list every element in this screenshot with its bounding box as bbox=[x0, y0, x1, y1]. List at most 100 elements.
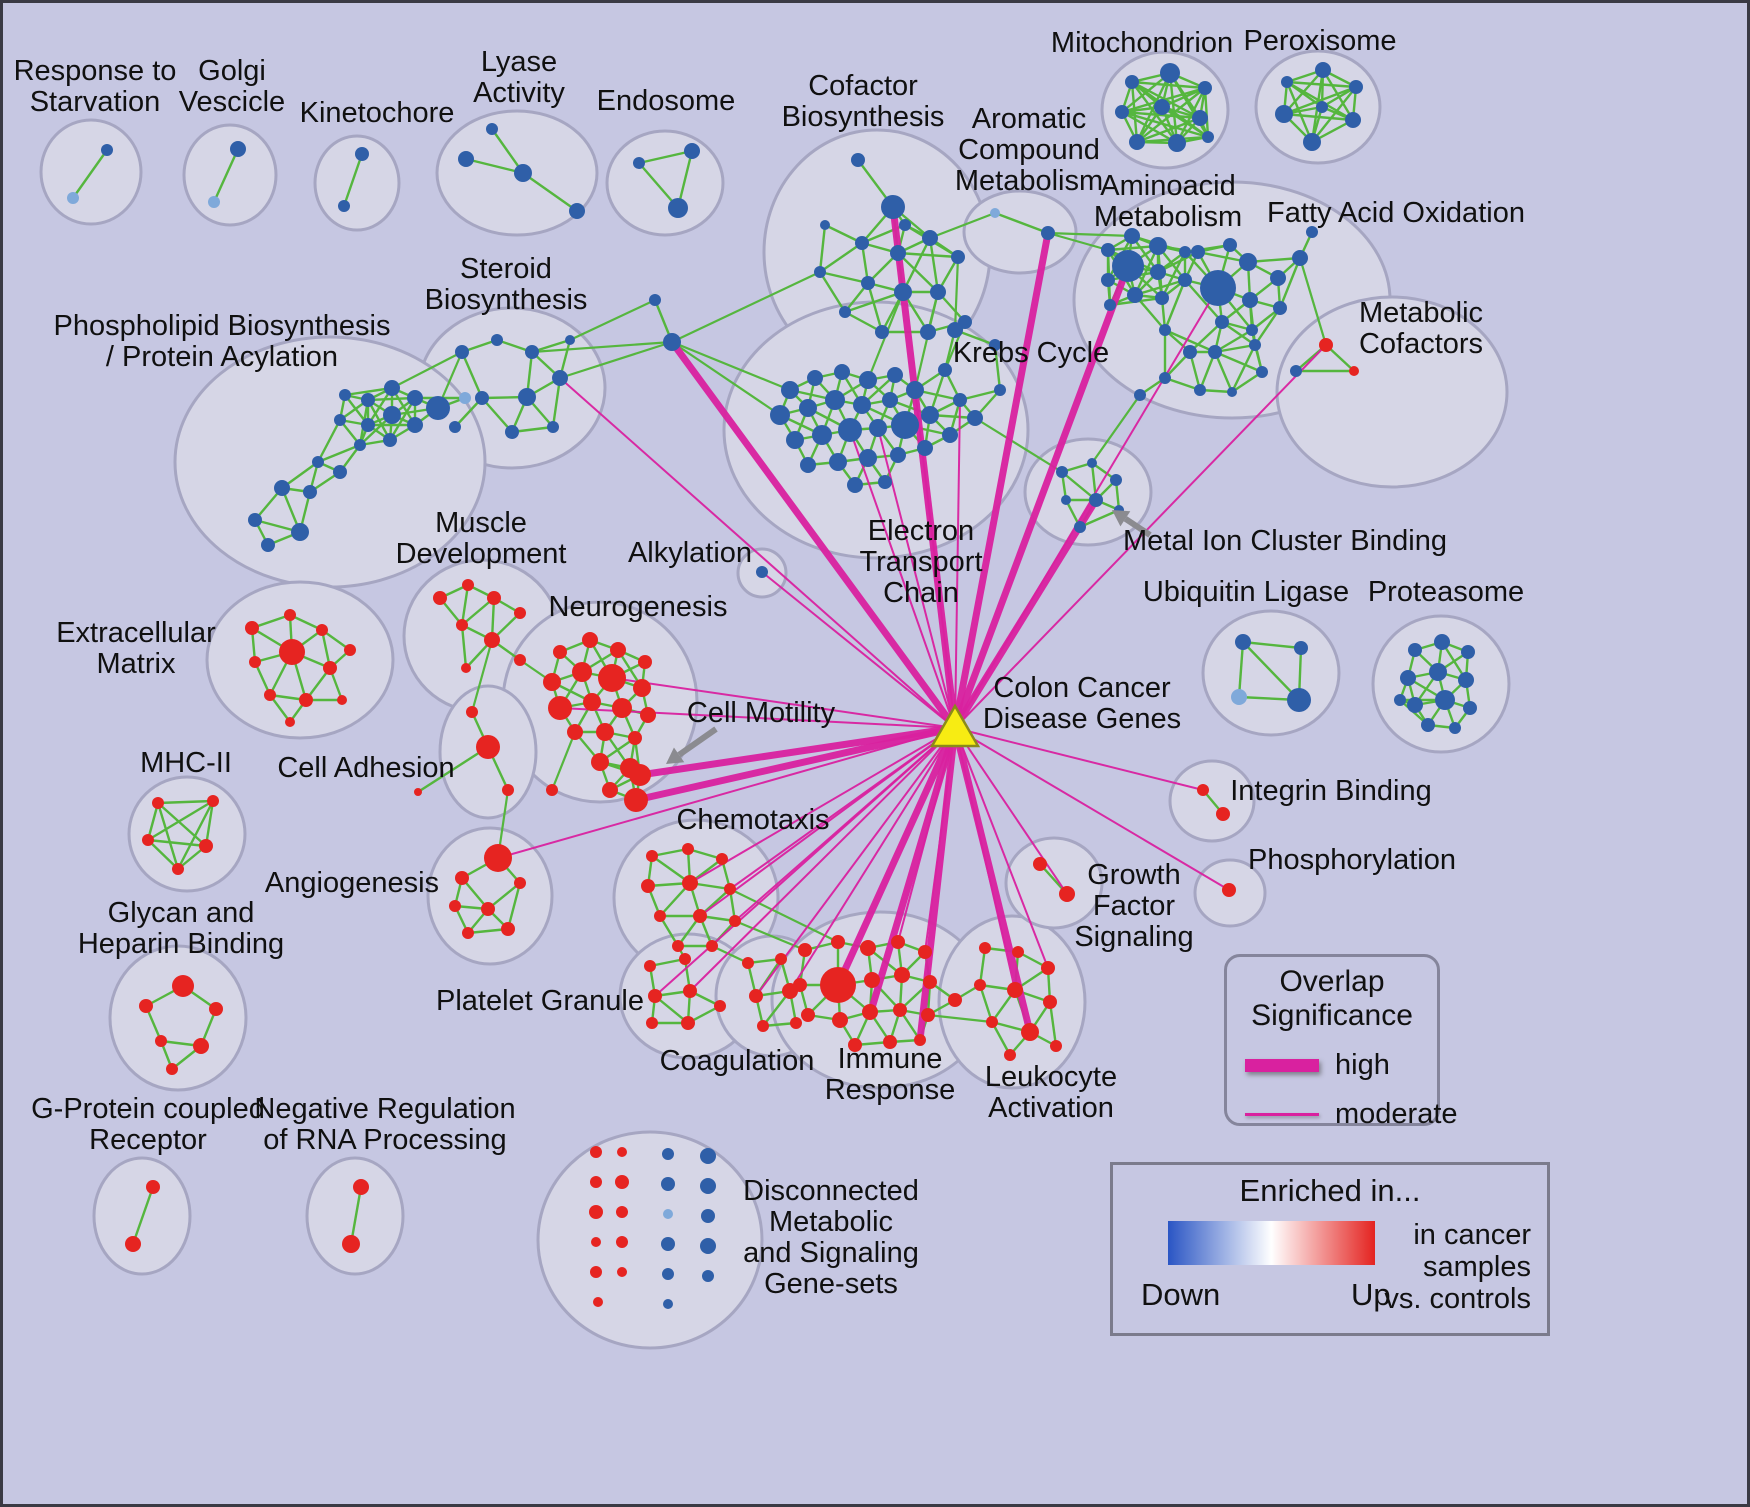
label-angiogenesis: Angiogenesis bbox=[265, 867, 439, 899]
gene-set-node-kinetochore-1 bbox=[355, 147, 369, 161]
gene-set-edge bbox=[317, 443, 361, 464]
label-golgi-vescicle: Vescicle bbox=[179, 86, 285, 118]
gene-set-node-metal-ion-cluster-binding-0 bbox=[1056, 466, 1068, 478]
gene-set-node-disconnected-gene-sets-13 bbox=[663, 1209, 673, 1219]
gene-set-node-steroid-biosynthesis-6 bbox=[449, 421, 461, 433]
inter-cluster-edge bbox=[711, 945, 749, 964]
enrichment-legend-title: Enriched in... bbox=[1239, 1173, 1421, 1208]
moderate-significance-swatch bbox=[1245, 1113, 1319, 1116]
gene-set-node-leukocyte-activation-5 bbox=[1043, 995, 1057, 1009]
gene-set-node-phospholipid-protein-acylation-8 bbox=[354, 439, 366, 451]
label-platelet-granule: Platelet Granule bbox=[436, 985, 644, 1017]
cluster-ellipse-angiogenesis bbox=[426, 826, 554, 966]
gene-set-node-glycan-heparin-binding-4 bbox=[193, 1038, 209, 1054]
label-leukocyte-activation: Leukocyte bbox=[985, 1061, 1117, 1093]
gene-set-node-electron-transport-chain-0 bbox=[781, 381, 799, 399]
cluster-ellipse-ubiquitin-ligase bbox=[1201, 609, 1341, 737]
overlap-edge-moderate bbox=[954, 399, 961, 729]
gene-set-node-mhc-ii-3 bbox=[199, 839, 213, 853]
overlap-edge-moderate bbox=[761, 571, 956, 729]
gene-set-node-disconnected-gene-sets-4 bbox=[590, 1266, 602, 1278]
label-growth-factor-signaling: Factor bbox=[1093, 890, 1176, 922]
gene-set-node-immune-response-1 bbox=[798, 943, 812, 957]
label-response-starvation: Starvation bbox=[30, 86, 161, 118]
gene-set-node-aminoacid-fatty-cluster-30 bbox=[1249, 339, 1261, 351]
label-aminoacid-metabolism-label: Aminoacid bbox=[1100, 170, 1235, 202]
cell-motility-pointer-head bbox=[666, 747, 685, 764]
gene-set-edge bbox=[1079, 508, 1120, 529]
gene-set-edge bbox=[1121, 110, 1201, 120]
gradient-down-label: Down bbox=[1141, 1277, 1221, 1312]
gene-set-node-disconnected-gene-sets-11 bbox=[662, 1148, 674, 1160]
overlap-edge-moderate bbox=[849, 429, 956, 729]
gene-set-node-aminoacid-fatty-cluster-8 bbox=[1178, 273, 1192, 287]
gene-set-node-immune-response-9 bbox=[923, 975, 937, 989]
gene-set-node-phospholipid-protein-acylation-12 bbox=[333, 465, 347, 479]
gene-set-node-electron-transport-chain-30 bbox=[989, 339, 1001, 351]
cell-motility-pointer bbox=[677, 726, 718, 758]
gene-set-node-electron-transport-chain-10 bbox=[906, 381, 924, 399]
gene-set-node-integrin-binding-0 bbox=[1197, 784, 1209, 796]
gene-set-node-phospholipid-protein-acylation-9 bbox=[334, 414, 346, 426]
gene-set-node-immune-response-17 bbox=[914, 1034, 926, 1046]
gene-set-node-metal-ion-cluster-binding-3 bbox=[1061, 495, 1071, 505]
gene-set-node-leukocyte-activation-6 bbox=[986, 1016, 998, 1028]
label-g-protein-coupled-receptor: Receptor bbox=[89, 1124, 207, 1156]
gene-set-node-aminoacid-fatty-cluster-28 bbox=[1256, 366, 1268, 378]
gene-set-node-proteasome-1 bbox=[1434, 634, 1450, 650]
gene-set-node-extracellular-matrix-7 bbox=[264, 689, 276, 701]
overlap-edge-moderate bbox=[654, 727, 956, 997]
inter-cluster-edge bbox=[470, 639, 494, 713]
gene-set-node-immune-response-16 bbox=[883, 1035, 897, 1049]
gene-set-node-metabolic-cofactors-1 bbox=[1290, 365, 1302, 377]
gene-set-edge bbox=[654, 995, 689, 1024]
overlap-edge-high bbox=[916, 727, 959, 1041]
label-muscle-development: Development bbox=[396, 538, 567, 570]
gene-set-edge bbox=[993, 344, 1002, 391]
gene-set-node-extracellular-matrix-8 bbox=[299, 693, 313, 707]
label-muscle-development: Muscle bbox=[435, 507, 527, 539]
gene-set-node-leukocyte-activation-9 bbox=[1004, 1049, 1016, 1061]
gene-set-edge bbox=[1203, 87, 1210, 138]
gene-set-node-aminoacid-fatty-cluster-11 bbox=[1200, 270, 1236, 306]
gene-set-node-phospholipid-protein-acylation-16 bbox=[291, 523, 309, 541]
gene-set-edge bbox=[481, 397, 513, 433]
gene-set-node-electron-transport-chain-2 bbox=[834, 364, 850, 380]
label-proteasome: Proteasome bbox=[1368, 576, 1524, 608]
gene-set-node-immune-response-13 bbox=[893, 1003, 907, 1017]
gene-set-edge bbox=[1237, 641, 1245, 698]
gene-set-edge bbox=[1231, 371, 1263, 393]
gene-set-node-proteasome-6 bbox=[1407, 697, 1423, 713]
gene-set-edge bbox=[819, 242, 863, 273]
overlap-edge-moderate bbox=[755, 727, 956, 997]
gene-set-node-metal-ion-cluster-binding-2 bbox=[1110, 474, 1122, 486]
overlap-edge-moderate bbox=[689, 727, 956, 884]
gene-set-node-steroid-biosynthesis-2 bbox=[525, 345, 539, 359]
gene-set-node-phospholipid-protein-acylation-2 bbox=[407, 390, 423, 406]
gene-set-node-chemotaxis-10 bbox=[706, 940, 718, 952]
gene-set-node-angiogenesis-1 bbox=[455, 871, 469, 885]
overlap-edge-high bbox=[952, 498, 1099, 730]
gene-set-edge bbox=[1184, 279, 1223, 323]
gene-set-node-cofactor-biosynthesis-4 bbox=[890, 245, 906, 261]
gene-set-node-proteasome-2 bbox=[1461, 645, 1475, 659]
gene-set-node-aminoacid-fatty-cluster-3 bbox=[1112, 250, 1144, 282]
inter-cluster-edge bbox=[671, 271, 821, 343]
gene-set-edge bbox=[157, 799, 214, 805]
gene-set-node-steroid-biosynthesis-7 bbox=[505, 425, 519, 439]
gene-set-node-steroid-biosynthesis-4 bbox=[518, 388, 536, 406]
inter-cluster-edge bbox=[1298, 257, 1328, 346]
inter-cluster-edge bbox=[569, 299, 656, 341]
gene-set-node-proteasome-11 bbox=[1394, 694, 1406, 706]
metal-ion-pointer-head bbox=[1112, 510, 1131, 527]
gene-set-edge bbox=[1121, 110, 1209, 139]
gene-set-node-lyase-activity-1 bbox=[486, 123, 498, 135]
label-cofactor-biosynthesis: Cofactor bbox=[808, 70, 918, 102]
label-disconnected-gene-sets: Gene-sets bbox=[764, 1268, 898, 1300]
gene-set-node-platelet-granule-5 bbox=[681, 1016, 695, 1030]
cluster-ellipse-metabolic-cofactors bbox=[1275, 295, 1509, 489]
gene-set-edge bbox=[818, 224, 827, 273]
gene-set-node-electron-transport-chain-23 bbox=[878, 475, 892, 489]
label-electron-transport-chain: Transport bbox=[859, 546, 982, 578]
inter-cluster-edge bbox=[550, 731, 577, 791]
